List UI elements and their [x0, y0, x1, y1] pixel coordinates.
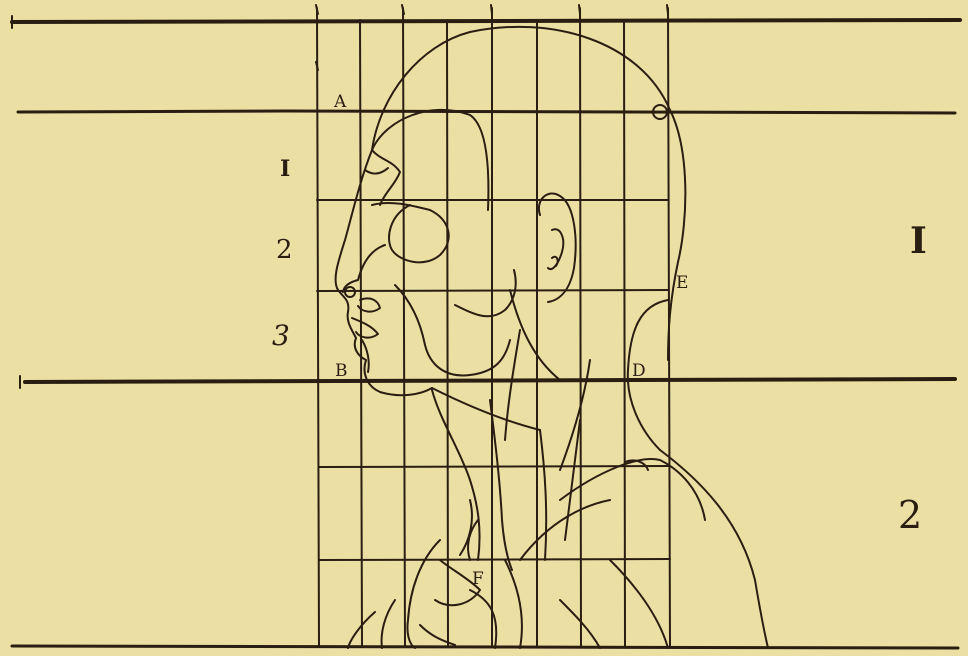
section-number-2: 2	[898, 493, 922, 537]
label-a: A	[333, 92, 347, 112]
row-number-1: I	[280, 156, 290, 182]
label-f: F	[472, 569, 484, 589]
label-d: D	[632, 361, 646, 381]
row-number-2: 2	[276, 235, 293, 265]
section-number-1: I	[910, 220, 927, 262]
label-e: E	[676, 273, 688, 293]
row-number-3: 3	[272, 319, 290, 352]
label-b: B	[335, 361, 348, 381]
